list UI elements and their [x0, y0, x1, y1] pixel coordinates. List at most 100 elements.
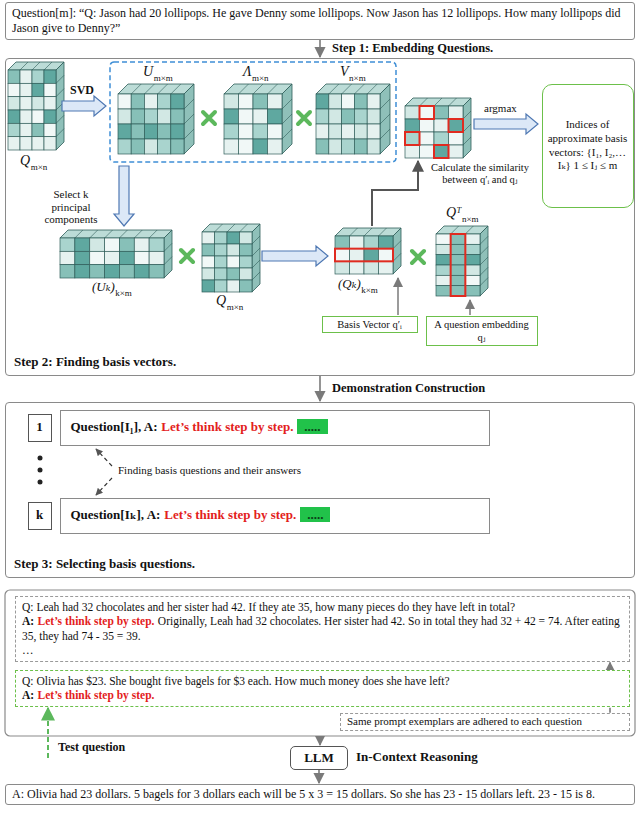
matrix-cell	[451, 275, 466, 285]
matrix-cell	[420, 119, 435, 132]
diagram-label: (Uₖ)	[92, 280, 115, 295]
matrix-cell	[60, 265, 75, 278]
matrix-cell	[158, 139, 171, 154]
matrix-top	[224, 84, 292, 94]
matrix-cell	[451, 286, 466, 296]
matrix-cell	[202, 244, 215, 256]
matrix-cell	[227, 232, 240, 244]
matrix-cell	[149, 251, 164, 264]
diagram-label: In-Context Reasoning	[356, 750, 478, 765]
node-text: A: Olivia had 23 dollars. 5 bagels for 3…	[12, 787, 595, 801]
matrix-cell	[350, 249, 365, 262]
matrix-cell	[118, 94, 131, 109]
matrix-cell	[105, 238, 120, 251]
flow-arrow	[319, 737, 321, 745]
matrix-cell	[405, 119, 420, 132]
matrix-cube	[436, 226, 488, 296]
text-line: Question[Iₖ], A:Let’s think step by step…	[71, 507, 331, 523]
diagram-label: U	[143, 64, 153, 80]
diagram-label: Q	[20, 153, 30, 169]
dot	[38, 468, 43, 473]
text-line: Step 2: Finding basis vectors.	[14, 354, 176, 370]
subscript-label: m×n	[252, 73, 269, 83]
matrix-cell	[224, 94, 239, 109]
matrix-cell	[44, 70, 56, 83]
matrix-cell	[215, 244, 228, 256]
matrix-cell	[240, 256, 253, 268]
matrix-top	[436, 226, 488, 234]
grid-line	[252, 236, 260, 244]
leader-arrow	[96, 449, 112, 466]
matrix-cell	[105, 265, 120, 278]
matrix-cell	[119, 265, 134, 278]
matrix-cell	[367, 124, 380, 139]
matrix-cell	[90, 238, 105, 251]
node-text: Indices of approximate basis vectors: {I…	[548, 118, 628, 171]
matrix-cell	[32, 137, 44, 150]
matrix-cube	[316, 84, 390, 154]
block-arrow	[62, 96, 106, 116]
grid-line	[90, 230, 98, 238]
grid-line	[367, 84, 377, 94]
matrix-cell	[131, 139, 144, 154]
similarity-arrow	[372, 161, 418, 226]
matrix-side	[164, 230, 172, 278]
matrix-side	[393, 228, 401, 274]
svd-group-box	[110, 62, 396, 162]
matrix-cell	[131, 124, 144, 139]
grid-line	[149, 230, 157, 238]
matrix-cell	[354, 139, 367, 154]
matrix-cell	[149, 265, 164, 278]
matrix-cell	[436, 265, 451, 275]
matrix-cell	[367, 94, 380, 109]
grid-line	[480, 257, 488, 265]
subscript-label: k×m	[361, 285, 378, 295]
matrix-cell	[20, 123, 32, 136]
matrix-cell	[158, 94, 171, 109]
grid-line	[20, 62, 28, 70]
matrix-cell	[342, 124, 355, 139]
subscript-label: m×m	[154, 73, 173, 83]
matrix-cell	[134, 238, 149, 251]
grid-line	[56, 75, 64, 83]
text-line: LLM	[304, 750, 334, 766]
matrix-cell	[405, 106, 420, 119]
matrix-cell	[227, 256, 240, 268]
grid-line	[434, 98, 442, 106]
matrix-cell	[449, 145, 464, 158]
subscript-label: k×m	[115, 288, 132, 298]
demo-row: Question[I₁], A:Let’s think step by step…	[60, 410, 490, 446]
question-box: Question[m]: “Q: Jason had 20 lollipops.…	[5, 2, 635, 40]
matrix-cell	[118, 139, 131, 154]
indices-box: Indices of approximate basis vectors: {I…	[542, 84, 634, 208]
text-line: Basis Vector q′ᵢ	[337, 318, 401, 331]
matrix-cell	[240, 244, 253, 256]
matrix-cell	[20, 110, 32, 123]
matrix-cell	[239, 109, 254, 124]
matrix-cube	[202, 224, 260, 292]
matrix-cell	[131, 94, 144, 109]
matrix-cell	[329, 94, 342, 109]
matrix-cell	[239, 124, 254, 139]
flow-connector	[318, 770, 320, 783]
matrix-side	[480, 226, 488, 296]
grid-line	[463, 124, 471, 132]
demo-row: Question[Iₖ], A:Let’s think step by step…	[60, 498, 490, 534]
subscript-label: m×n	[227, 302, 244, 312]
grid-line	[480, 247, 488, 255]
matrix-cell	[215, 280, 228, 292]
grid-line	[184, 99, 194, 109]
grid-line	[354, 84, 364, 94]
matrix-cell	[224, 124, 239, 139]
matrix-cell	[90, 251, 105, 264]
matrix-side	[463, 98, 471, 158]
matrix-cell	[75, 238, 90, 251]
block-arrow	[114, 166, 134, 226]
edge-label: Step 1: Embedding Questions.	[330, 41, 495, 56]
grid-line	[480, 267, 488, 275]
grid-line	[252, 248, 260, 256]
grid-line	[449, 98, 457, 106]
matrix-side	[282, 84, 292, 154]
diagram-label: (Qₖ)	[338, 277, 361, 292]
matrix-cell	[202, 232, 215, 244]
